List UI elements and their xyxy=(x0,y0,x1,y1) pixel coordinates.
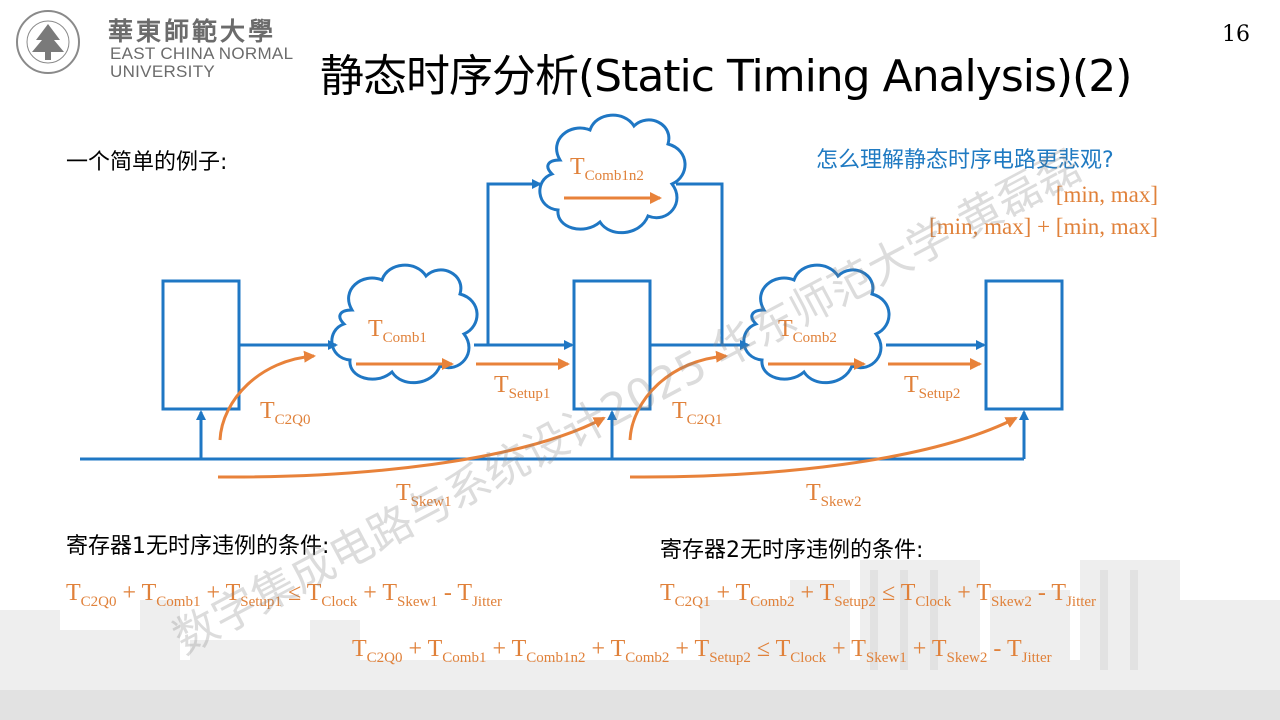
label-t-comb1: TComb1 xyxy=(368,316,427,346)
condition-1-equation: TC2Q0 + TComb1 + TSetup1 ≤ TClock + TSke… xyxy=(66,580,503,610)
label-t-skew2: TSkew2 xyxy=(806,480,862,510)
register-2 xyxy=(984,279,1064,411)
label-t-setup1: TSetup1 xyxy=(494,372,551,402)
wire-branch-to-comb1n2 xyxy=(486,179,542,345)
label-t-comb2: TComb2 xyxy=(778,316,837,346)
comb-cloud-1n2 xyxy=(538,113,687,235)
question-text: 怎么理解静态时序电路更悲观? xyxy=(816,148,1114,173)
register-1 xyxy=(572,279,652,411)
label-t-skew1: TSkew1 xyxy=(396,480,452,510)
condition-2-label: 寄存器2无时序违例的条件: xyxy=(660,538,924,563)
arrow-c2q1 xyxy=(628,350,728,441)
arrow-skew1 xyxy=(217,416,606,479)
register-0 xyxy=(161,279,241,411)
university-name-en-line1: EAST CHINA NORMAL xyxy=(110,44,294,63)
intro-text: 一个简单的例子: xyxy=(66,150,228,175)
condition-2-equation: TC2Q1 + TComb2 + TSetup2 ≤ TClock + TSke… xyxy=(660,580,1097,610)
label-t-c2q1: TC2Q1 xyxy=(672,398,723,428)
page-number: 16 xyxy=(1222,22,1250,47)
university-name-en-line2: UNIVERSITY xyxy=(110,62,216,81)
label-t-comb1n2: TComb1n2 xyxy=(570,154,644,184)
slide-title: 静态时序分析(Static Timing Analysis)(2) xyxy=(320,51,1132,102)
university-emblem-icon xyxy=(16,10,80,74)
range-single: [min, max] xyxy=(1055,182,1158,207)
wire-comb1n2-to-comb2 xyxy=(676,182,750,350)
university-name-cn: 華東師範大學 xyxy=(108,17,277,46)
label-t-c2q0: TC2Q0 xyxy=(260,398,311,428)
university-logo: 華東師範大學 EAST CHINA NORMAL UNIVERSITY xyxy=(12,6,302,81)
arrow-c2q0 xyxy=(218,350,316,441)
condition-3-equation: TC2Q0 + TComb1 + TComb1n2 + TComb2 + TSe… xyxy=(352,636,1052,666)
condition-1-label: 寄存器1无时序违例的条件: xyxy=(66,534,330,559)
arrow-skew2 xyxy=(629,416,1018,479)
range-sum: [min, max] + [min, max] xyxy=(929,214,1158,239)
label-t-setup2: TSetup2 xyxy=(904,372,961,402)
